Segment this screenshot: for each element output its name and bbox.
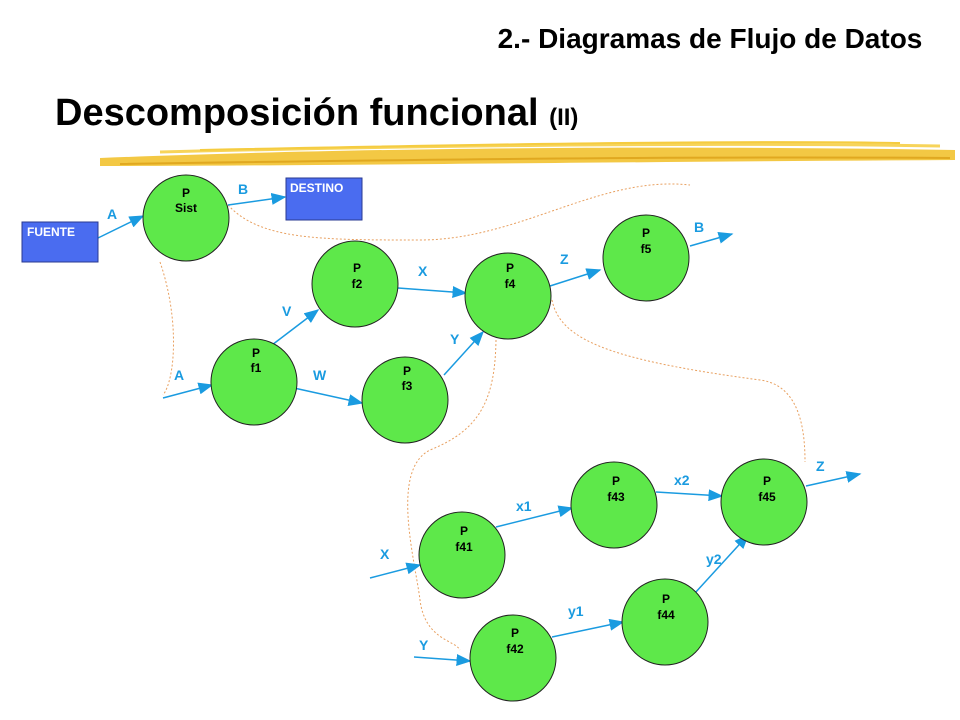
process-name-label: f3	[402, 379, 413, 393]
flow-arrow-z-out	[805, 471, 862, 487]
dotted-link-sist-dest	[227, 183, 691, 241]
process-name-label: f45	[758, 490, 776, 504]
flow-label-a-in: A	[174, 367, 184, 383]
process-name-label: f2	[352, 277, 363, 291]
process-p-label: P	[642, 226, 650, 240]
flow-arrow-y2	[694, 533, 750, 594]
source-box-label: FUENTE	[27, 225, 75, 239]
flow-label-y-in: Y	[419, 637, 429, 653]
flow-label-x-in: X	[380, 546, 390, 562]
slide-subtitle: 2.- Diagramas de Flujo de Datos	[497, 23, 923, 54]
process-p-label: P	[612, 474, 620, 488]
process-p-label: P	[763, 474, 771, 488]
flow-label-x: X	[418, 263, 428, 279]
process-p-label: P	[353, 261, 361, 275]
flow-label-y2: y2	[706, 551, 722, 567]
flow-arrow-x	[397, 286, 468, 298]
process-name-label: f41	[455, 540, 473, 554]
process-name-label: Sist	[175, 201, 197, 215]
dotted-link-f4-f45	[551, 299, 806, 463]
process-f44[interactable]: P f44	[621, 578, 709, 666]
process-p-label: P	[511, 626, 519, 640]
flow-arrow-b-out	[689, 231, 734, 247]
process-f4[interactable]: P f4	[464, 252, 552, 340]
process-f43[interactable]: P f43	[570, 461, 658, 549]
flow-arrow-z	[549, 268, 602, 287]
flow-label-x2: x2	[674, 472, 690, 488]
process-p-label: P	[252, 346, 260, 360]
flow-arrow-w	[293, 387, 364, 406]
sink-box-destino[interactable]: DESTINO	[285, 177, 363, 221]
flow-label-a-top: A	[107, 206, 117, 222]
process-f5[interactable]: P f5	[602, 214, 690, 302]
process-f41[interactable]: P f41	[418, 511, 506, 599]
slide-title-suffix: (II)	[549, 104, 579, 131]
process-name-label: f43	[607, 490, 625, 504]
flow-label-w: W	[313, 367, 327, 383]
flow-label-b-out: B	[694, 219, 704, 235]
flow-arrow-x1	[495, 505, 574, 528]
process-p-label: P	[403, 364, 411, 378]
flow-arrow-b-top	[227, 192, 287, 206]
process-name-label: f42	[506, 642, 524, 656]
flow-label-z-out: Z	[816, 458, 825, 474]
flow-arrow-x2	[655, 489, 724, 502]
flow-arrow-x-in	[369, 562, 422, 579]
flow-label-v: V	[282, 303, 292, 319]
flow-arrow-a-top	[97, 215, 145, 239]
process-sist[interactable]: P Sist	[142, 174, 230, 262]
flow-label-y: Y	[450, 331, 460, 347]
flow-label-z: Z	[560, 251, 569, 267]
flow-arrow-a-in	[162, 382, 214, 399]
process-name-label: f4	[505, 277, 516, 291]
flow-label-x1: x1	[516, 498, 532, 514]
flow-arrow-v	[271, 309, 320, 346]
flow-arrow-y-in	[413, 654, 472, 667]
dotted-link-sist-f1	[159, 261, 174, 396]
flow-arrow-y1	[551, 618, 625, 638]
flow-label-y1: y1	[568, 603, 584, 619]
process-f3[interactable]: P f3	[361, 356, 449, 444]
flow-label-b-top: B	[238, 181, 248, 197]
flow-arrow-y	[443, 330, 485, 376]
process-name-label: f44	[657, 608, 675, 622]
process-p-label: P	[182, 186, 190, 200]
process-f1[interactable]: P f1	[210, 338, 298, 426]
process-p-label: P	[662, 592, 670, 606]
sink-box-label: DESTINO	[290, 181, 343, 195]
process-f42[interactable]: P f42	[469, 614, 557, 702]
process-p-label: P	[506, 261, 514, 275]
process-name-label: f1	[251, 361, 262, 375]
process-p-label: P	[460, 524, 468, 538]
source-box-fuente[interactable]: FUENTE	[21, 221, 99, 263]
slide-title-text: Descomposición funcional	[55, 92, 539, 134]
process-f2[interactable]: P f2	[311, 240, 399, 328]
slide-title: Descomposición funcional (II)	[55, 92, 578, 135]
process-f45[interactable]: P f45	[720, 458, 808, 546]
process-name-label: f5	[641, 242, 652, 256]
dotted-link-f4-f41	[407, 339, 497, 651]
